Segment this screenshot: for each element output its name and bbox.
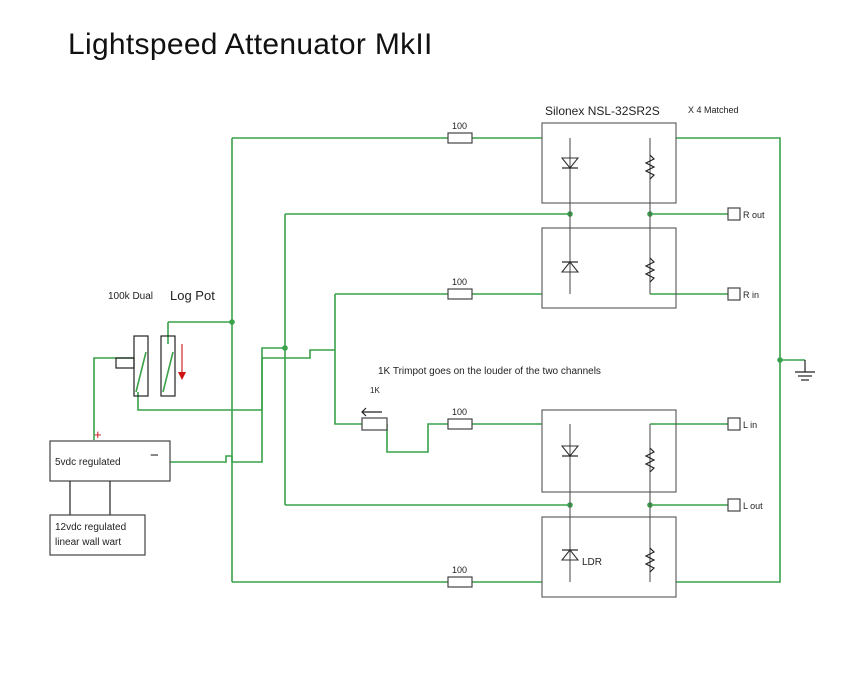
optocoupler-2 [541,214,677,309]
pot-label: 100k Dual [108,291,153,302]
diagram-title: Lightspeed Attenuator MkII [68,28,433,61]
resistor-l-in: 100 [447,407,473,430]
regulator-box: 5vdc regulated [49,440,171,482]
port-l-in: L in [727,417,757,431]
optocoupler-4: LDR [541,505,677,598]
resistor-l-bottom: 100 [447,565,473,588]
svg-text:5vdc regulated: 5vdc regulated [55,457,121,468]
plus-sign: + [94,427,102,442]
ldr-label: LDR [582,557,602,568]
port-l-out: L out [727,498,763,512]
svg-text:L out: L out [743,501,763,511]
svg-text:12vdc regulated: 12vdc regulated [55,522,126,533]
resistor-value: 100 [452,121,467,131]
trimpot-value: 1K [370,386,380,395]
svg-text:linear wall wart: linear wall wart [55,537,121,548]
resistor-r-in: 100 [447,277,473,300]
wiring [93,137,805,583]
optocoupler-1 [541,122,677,214]
component-quantity: X 4 Matched [688,105,739,115]
svg-text:R out: R out [743,210,765,220]
svg-text:L in: L in [743,420,757,430]
resistor-value: 100 [452,565,467,575]
trimpot-icon [361,407,388,431]
junctions [229,211,783,508]
optocoupler-3 [541,409,677,505]
port-r-in: R in [727,287,759,301]
wall-wart-box: 12vdc regulated linear wall wart [49,514,146,556]
trimpot-note: 1K Trimpot goes on the louder of the two… [378,366,601,377]
svg-text:R in: R in [743,290,759,300]
ground-icon [795,360,815,381]
minus-sign: − [150,447,159,464]
resistor-r-top: 100 [447,121,473,144]
component-note: Silonex NSL-32SR2S [545,104,660,118]
resistor-value: 100 [452,407,467,417]
resistor-value: 100 [452,277,467,287]
dual-pot-icon [115,335,186,397]
pot-label-big: Log Pot [170,288,215,303]
port-r-out: R out [727,207,765,221]
